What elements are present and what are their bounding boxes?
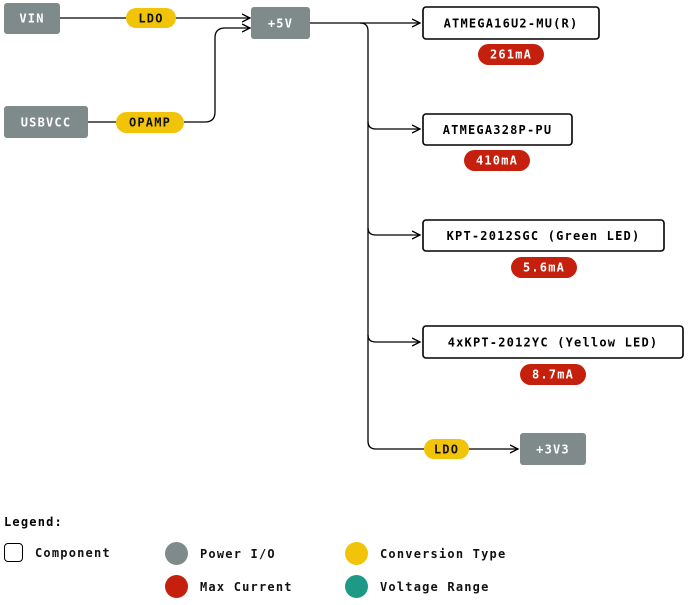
- legend-power-io-label: Power I/O: [200, 546, 276, 561]
- power-io-5v-label: +5V: [268, 17, 293, 31]
- component-yellow-led: 4xKPT-2012YC (Yellow LED): [422, 325, 684, 359]
- current-green-led-label: 5.6mA: [523, 261, 565, 275]
- conversion-opamp-label: OPAMP: [129, 116, 171, 130]
- current-yellow-led-label: 8.7mA: [532, 368, 574, 382]
- current-atmega328p-label: 410mA: [476, 154, 518, 168]
- conversion-ldo-3v3-label: LDO: [434, 443, 459, 457]
- legend-conversion-type-label: Conversion Type: [380, 546, 507, 561]
- conversion-ldo-vin-label: LDO: [138, 12, 163, 26]
- component-atmega16u2-label: ATMEGA16U2-MU(R): [444, 17, 579, 31]
- legend-voltage-range: Voltage Range: [345, 575, 490, 598]
- connector-lines: [60, 18, 518, 449]
- current-yellow-led: 8.7mA: [520, 364, 586, 385]
- power-io-vin-label: VIN: [19, 12, 44, 26]
- power-io-swatch: [165, 542, 188, 565]
- max-current-swatch: [165, 575, 188, 598]
- conversion-type-swatch: [345, 542, 368, 565]
- legend-voltage-range-label: Voltage Range: [380, 579, 490, 594]
- power-io-usbvcc: USBVCC: [4, 106, 88, 138]
- power-io-3v3: +3V3: [520, 433, 586, 465]
- component-yellow-led-label: 4xKPT-2012YC (Yellow LED): [448, 336, 659, 350]
- component-green-led-label: KPT-2012SGC (Green LED): [447, 229, 641, 243]
- conversion-ldo-vin: LDO: [126, 8, 176, 28]
- legend-conversion-type: Conversion Type: [345, 542, 506, 565]
- conversion-opamp: OPAMP: [116, 112, 184, 133]
- power-io-usbvcc-label: USBVCC: [21, 116, 72, 130]
- component-swatch: [4, 543, 23, 562]
- component-atmega328p-label: ATMEGA328P-PU: [443, 123, 553, 137]
- wire-5v-bus: [310, 22, 424, 450]
- legend-max-current: Max Current: [165, 575, 293, 598]
- component-green-led: KPT-2012SGC (Green LED): [422, 219, 665, 252]
- component-atmega16u2: ATMEGA16U2-MU(R): [422, 6, 600, 40]
- wire-to-green-led: [367, 227, 420, 235]
- wire-to-atmega328p: [367, 121, 420, 129]
- legend-component: Component: [4, 543, 111, 562]
- legend-power-io: Power I/O: [165, 542, 276, 565]
- wire-opamp-5v: [184, 28, 250, 123]
- current-atmega16u2: 261mA: [478, 44, 544, 65]
- current-atmega16u2-label: 261mA: [490, 48, 532, 62]
- voltage-range-swatch: [345, 575, 368, 598]
- current-green-led: 5.6mA: [511, 257, 577, 278]
- wire-to-yellow-led: [367, 334, 420, 342]
- power-io-5v: +5V: [251, 7, 310, 39]
- power-io-vin: VIN: [4, 3, 60, 34]
- current-atmega328p: 410mA: [464, 150, 530, 171]
- power-io-3v3-label: +3V3: [536, 443, 570, 457]
- conversion-ldo-3v3: LDO: [424, 439, 469, 459]
- legend-max-current-label: Max Current: [200, 579, 293, 594]
- legend-title: Legend:: [4, 515, 63, 529]
- legend-component-label: Component: [35, 545, 111, 560]
- component-atmega328p: ATMEGA328P-PU: [422, 113, 573, 146]
